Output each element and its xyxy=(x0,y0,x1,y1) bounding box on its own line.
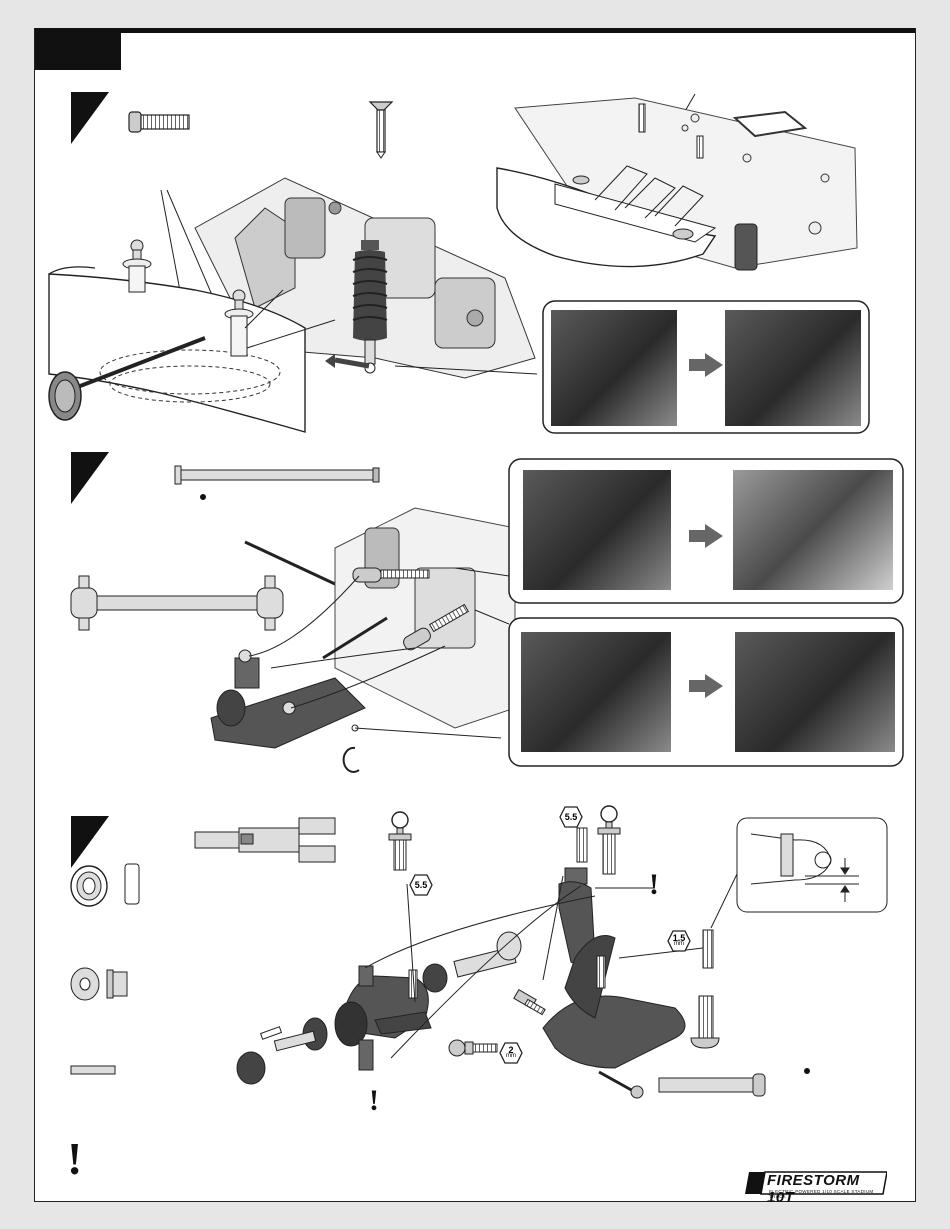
step-2-photo-link-pop xyxy=(733,470,893,590)
hex-wrench-badge-5-5-b: 5.5 xyxy=(559,806,583,828)
step-2-photo-clip xyxy=(521,632,671,752)
pin-icon xyxy=(71,1066,115,1074)
warning-icon-footer: ! xyxy=(67,1132,82,1185)
shock-top-view xyxy=(735,224,757,270)
step-2-photo-pin-removal xyxy=(735,632,895,752)
step-1-photo-shock-mounted xyxy=(725,310,861,426)
step-2-marker xyxy=(71,452,109,504)
drive-shaft-icon xyxy=(71,576,283,630)
ball-stud-short xyxy=(449,990,545,1056)
rear-axle-icon xyxy=(195,818,335,862)
hex-wrench-badge-5-5-a: 5.5 xyxy=(409,874,433,896)
ball-stud-icon-2 xyxy=(598,806,620,874)
firestorm-logo: FIRESTORM 10T ELECTRIC POWERED 1/10 SCAL… xyxy=(745,1170,887,1196)
step-2-arrow-icon-lower xyxy=(705,674,723,698)
set-screw-1-5 xyxy=(703,930,713,968)
hinge-pin-step-3 xyxy=(599,1072,765,1098)
button-head-screw-icon xyxy=(129,112,189,132)
step-2 xyxy=(71,452,515,772)
warning-icon-carrier: ! xyxy=(369,1084,379,1118)
arm-screw xyxy=(691,996,719,1048)
hinge-pin-icon xyxy=(175,466,379,484)
hex-wrench-badge-1-5mm: 1.5 mm xyxy=(667,930,691,952)
assembly-illustration xyxy=(35,28,917,1202)
step-3-marker xyxy=(71,816,109,868)
logo-tagline: ELECTRIC POWERED 1/10 SCALE STADIUM TRUC… xyxy=(769,1189,887,1199)
step-3-detail-box xyxy=(737,818,887,912)
step-3 xyxy=(71,806,887,1098)
countersunk-screw-icon xyxy=(370,102,392,158)
step-1-top-view xyxy=(497,94,857,270)
instruction-page: 5.5 5.5 1.5 mm 2 mm ! ! ! FIRESTORM 10T … xyxy=(34,28,916,1202)
e-clip-icon xyxy=(344,748,359,772)
step-1-marker xyxy=(71,92,109,144)
step-1-photo-shock-removal xyxy=(551,310,677,426)
step-1-arrow-icon xyxy=(705,353,723,377)
ball-bearing-icon xyxy=(71,864,139,906)
step-1 xyxy=(49,92,537,432)
step-2-photo-pliers xyxy=(523,470,671,590)
hex-wrench-badge-2mm: 2 mm xyxy=(499,1042,523,1064)
flanged-bushing-icon xyxy=(71,968,127,1000)
warning-icon-hub: ! xyxy=(649,868,659,902)
rear-lower-arm xyxy=(543,936,685,1069)
ball-stud-icon-1 xyxy=(389,812,411,870)
step-2-arrow-icon-upper xyxy=(705,524,723,548)
